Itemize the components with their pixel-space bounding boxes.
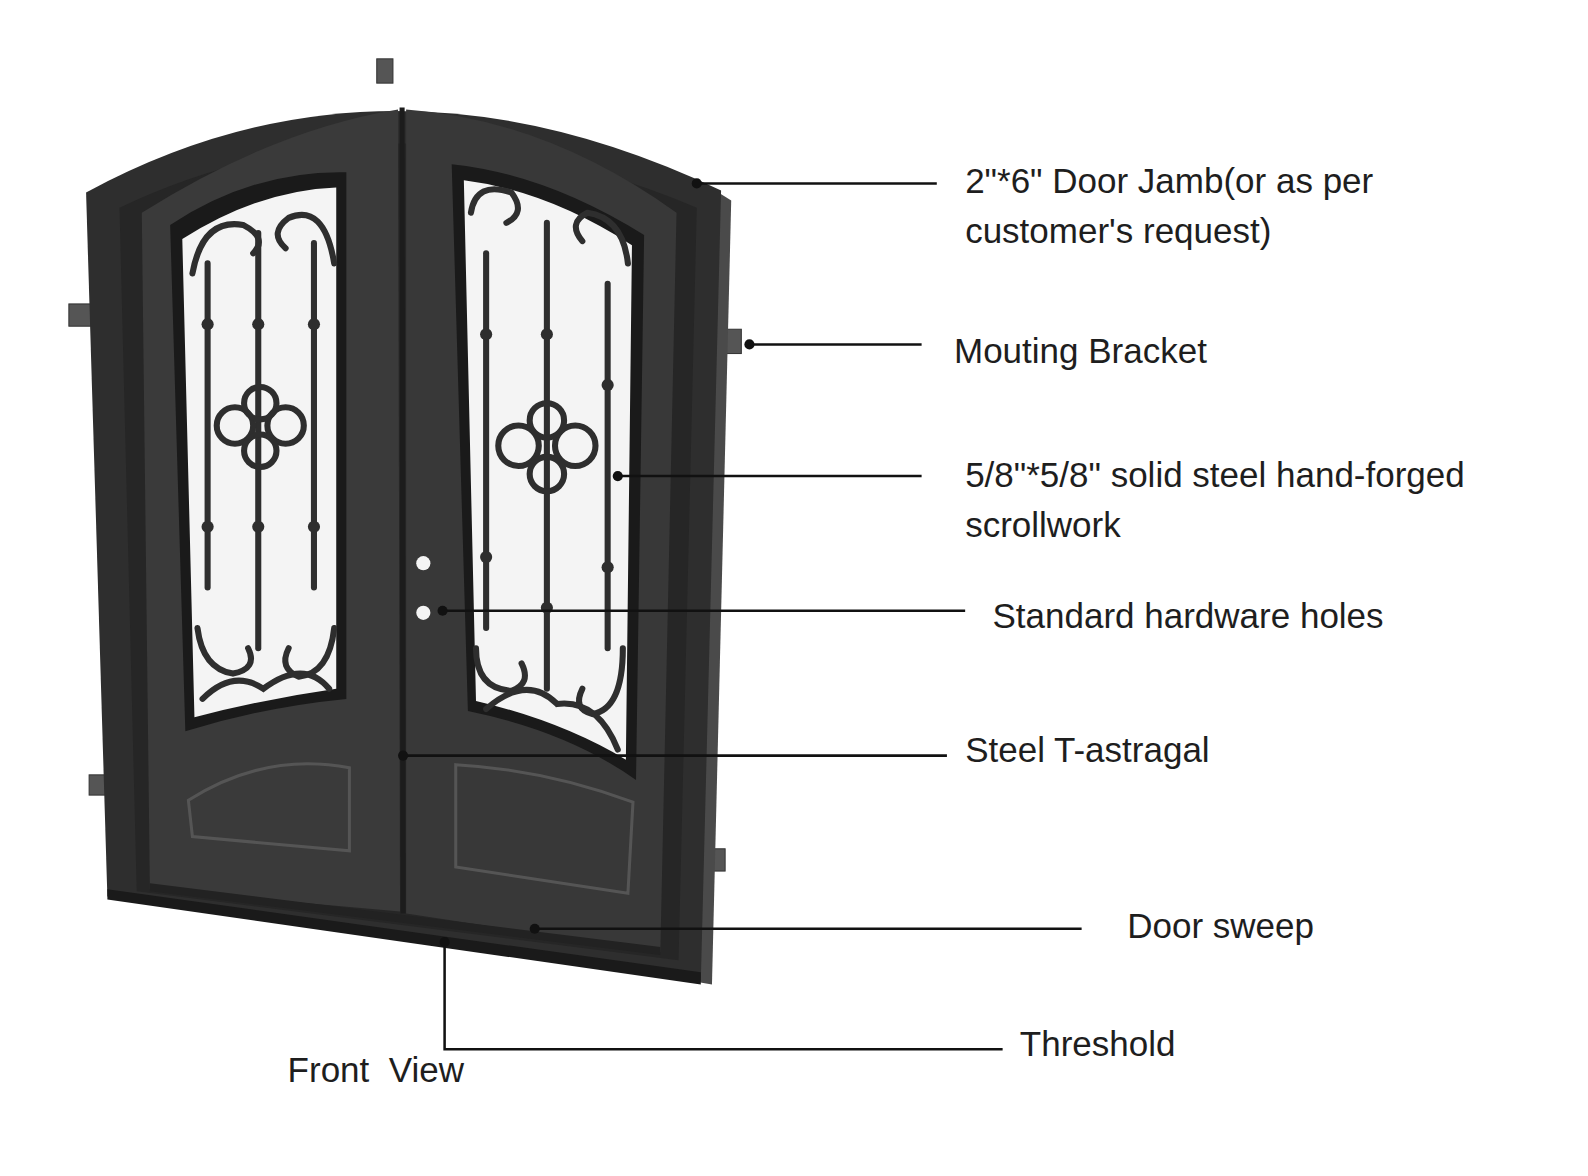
part-label: Steel T-astragal	[965, 725, 1210, 775]
glass-right	[464, 180, 632, 759]
part-label: Standard hardware holes	[993, 591, 1384, 641]
glass-left	[182, 187, 336, 717]
part-label: 5/8"*5/8" solid steel hand-forged scroll…	[965, 450, 1588, 550]
door-sweep	[150, 883, 660, 955]
leader-lines	[403, 183, 1082, 1049]
scroll-knobs	[202, 318, 614, 614]
hardware-hole	[416, 556, 430, 570]
threshold	[107, 889, 700, 984]
part-label: Threshold	[1020, 1019, 1176, 1069]
left-leaf	[142, 109, 400, 911]
glass-frame-left	[170, 172, 346, 731]
part-label: Mouting Bracket	[954, 326, 1207, 376]
leader-dots	[398, 178, 754, 947]
right-leaf	[406, 109, 676, 952]
astragal	[402, 107, 403, 913]
part-label: Door sweep	[1127, 901, 1314, 951]
hardware-hole	[416, 606, 430, 620]
glass-frame-right	[452, 164, 644, 780]
view-caption: Front View	[288, 1045, 464, 1095]
lower-panel-left	[188, 764, 349, 851]
scrollwork	[192, 189, 627, 749]
part-label: 2"*6" Door Jamb(or as per customer's req…	[965, 156, 1485, 256]
lower-panel-right	[456, 765, 633, 894]
